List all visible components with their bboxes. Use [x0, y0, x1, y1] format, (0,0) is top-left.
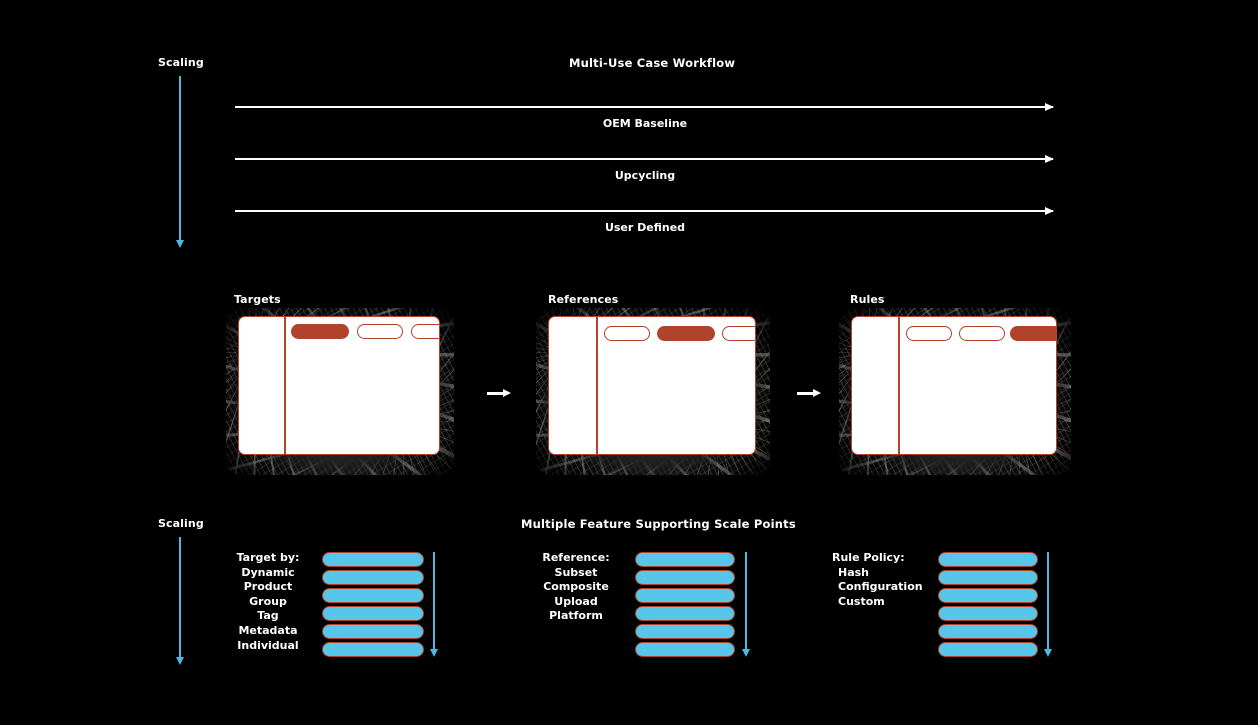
- bar-item-label: Tag: [257, 609, 279, 623]
- bar-group-labels-rule-policy: Rule Policy: Hash Configuration Custom: [832, 551, 942, 609]
- bar-group-heading: Rule Policy:: [832, 551, 905, 564]
- card-pill-1[interactable]: [959, 326, 1005, 341]
- card-pill-1[interactable]: [357, 324, 403, 339]
- card-title-references: References: [548, 293, 619, 306]
- scale-bar[interactable]: [938, 588, 1038, 603]
- bar-item-label: Metadata: [238, 623, 298, 637]
- top-section-title: Multi-Use Case Workflow: [569, 56, 736, 70]
- card-title-rules: Rules: [850, 293, 885, 306]
- bar-item-label: Upload: [554, 594, 598, 608]
- card-pill-0[interactable]: [906, 326, 952, 341]
- card-references[interactable]: [536, 308, 770, 475]
- scale-bar[interactable]: [938, 642, 1038, 657]
- scale-bar[interactable]: [938, 624, 1038, 639]
- bottom-section-title: Multiple Feature Supporting Scale Points: [521, 517, 796, 531]
- bar-item-label: Composite: [543, 580, 609, 594]
- bar-item-label: Dynamic: [241, 565, 295, 579]
- bar-item-label: Custom: [838, 594, 885, 608]
- scale-bar[interactable]: [635, 570, 735, 585]
- card-rules[interactable]: [839, 308, 1071, 475]
- scale-bar[interactable]: [938, 570, 1038, 585]
- card-targets[interactable]: [226, 308, 454, 475]
- bar-item-label: Hash: [838, 565, 870, 579]
- flow-label-user-defined: User Defined: [604, 221, 686, 234]
- scale-bar[interactable]: [322, 606, 424, 621]
- bar-item-label: Individual: [237, 638, 299, 652]
- bar-group-arrow-down-icon-2: [1044, 552, 1052, 657]
- scale-bar[interactable]: [635, 642, 735, 657]
- scale-bar[interactable]: [938, 606, 1038, 621]
- bar-item-label: Configuration: [838, 580, 923, 594]
- flow-arrow-right-icon-0: [235, 103, 1054, 111]
- card-pill-2[interactable]: [411, 324, 439, 339]
- scale-bar[interactable]: [322, 624, 424, 639]
- scale-bar[interactable]: [322, 588, 424, 603]
- scale-bar[interactable]: [635, 588, 735, 603]
- bar-group-heading: Reference:: [542, 551, 610, 564]
- card-title-targets: Targets: [234, 293, 281, 306]
- card-pill-2[interactable]: [722, 326, 755, 341]
- flow-arrow-right-icon-1: [235, 155, 1054, 163]
- card-connector-arrow-right-icon-0: [487, 389, 511, 397]
- top-scaling-arrow-down-icon: [176, 76, 184, 248]
- flow-label-upcycling: Upcycling: [614, 169, 676, 182]
- scale-bar[interactable]: [635, 606, 735, 621]
- flow-label-oem-baseline: OEM Baseline: [602, 117, 688, 130]
- bar-item-label: Subset: [554, 565, 598, 579]
- card-surface: [548, 316, 756, 455]
- card-pill-1[interactable]: [657, 326, 715, 341]
- bottom-scaling-label: Scaling: [158, 517, 204, 530]
- bar-group-labels-reference: Reference: Subset Composite Upload Platf…: [530, 551, 622, 624]
- scale-bar[interactable]: [322, 570, 424, 585]
- bar-group-arrow-down-icon-1: [742, 552, 750, 657]
- flow-arrow-right-icon-2: [235, 207, 1054, 215]
- card-surface: [238, 316, 440, 455]
- bar-group-labels-target-by: Target by: Dynamic Product Group Tag Met…: [222, 551, 314, 653]
- bar-group-heading: Target by:: [236, 551, 300, 564]
- card-pill-2[interactable]: [1010, 326, 1056, 341]
- bar-group-arrow-down-icon-0: [430, 552, 438, 657]
- card-sidebar-divider: [284, 317, 286, 454]
- top-scaling-label: Scaling: [158, 56, 204, 69]
- bar-item-label: Platform: [549, 609, 603, 623]
- card-sidebar-divider: [898, 317, 900, 454]
- scale-bar[interactable]: [322, 552, 424, 567]
- card-pill-0[interactable]: [291, 324, 349, 339]
- card-surface: [851, 316, 1057, 455]
- bar-item-label: Group: [249, 594, 287, 608]
- card-pill-0[interactable]: [604, 326, 650, 341]
- card-connector-arrow-right-icon-1: [797, 389, 821, 397]
- scale-bar[interactable]: [635, 552, 735, 567]
- bar-item-label: Product: [243, 580, 293, 594]
- card-sidebar-divider: [596, 317, 598, 454]
- scale-bar[interactable]: [635, 624, 735, 639]
- scale-bar[interactable]: [322, 642, 424, 657]
- scale-bar[interactable]: [938, 552, 1038, 567]
- bottom-scaling-arrow-down-icon: [176, 537, 184, 665]
